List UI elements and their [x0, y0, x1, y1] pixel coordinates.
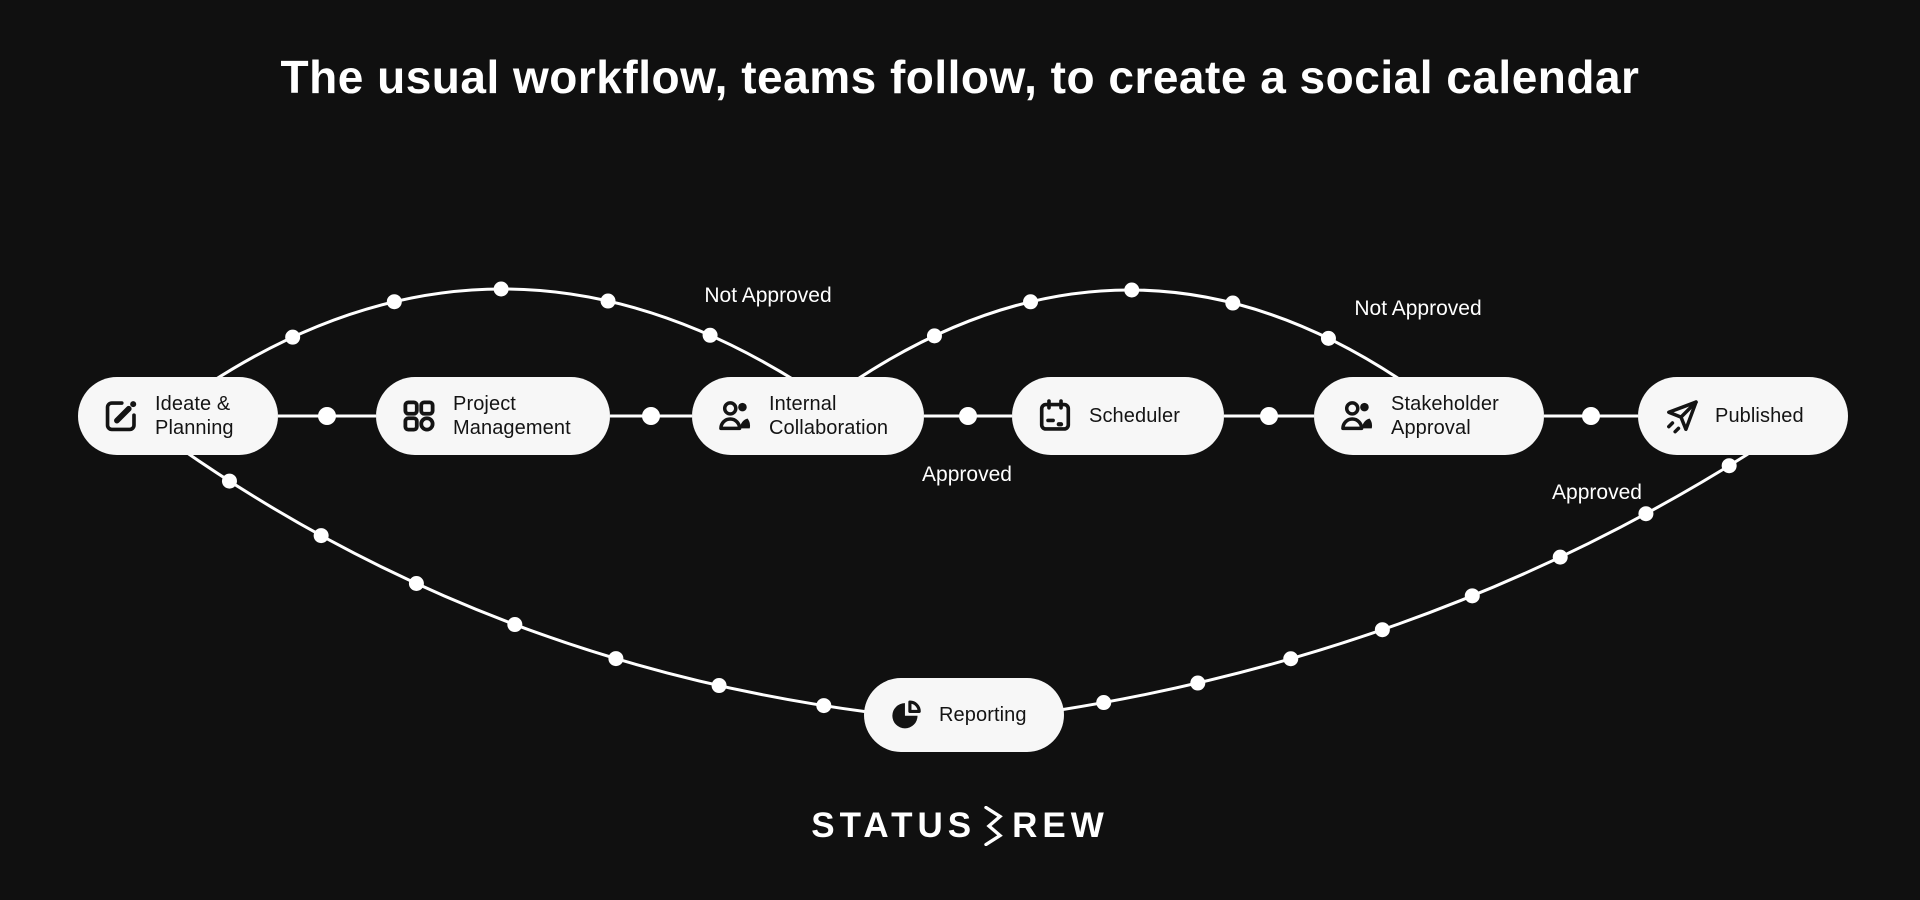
edge-lines	[179, 281, 1749, 714]
edge-dot	[702, 327, 718, 343]
edge-dot	[318, 407, 336, 425]
edge-to-reporting-left	[179, 446, 869, 714]
edge-label-approved-right: Approved	[1552, 481, 1642, 504]
node-project-management: Project Management	[376, 377, 610, 455]
edge-dot	[1096, 695, 1112, 711]
edge-label-not-approved-left: Not Approved	[704, 284, 832, 307]
send-icon	[1667, 400, 1698, 434]
users-icon	[1341, 401, 1373, 431]
node-stakeholder-approval: Stakeholder Approval	[1314, 377, 1544, 455]
edge-dot	[926, 328, 942, 344]
node-label: Reporting	[939, 703, 1027, 726]
node-internal-collaboration: Internal Collaboration	[692, 377, 924, 455]
edge-dot	[1638, 506, 1654, 522]
node-label: Stakeholder Approval	[1391, 392, 1499, 439]
edge-dot	[1320, 330, 1336, 346]
node-label: Internal Collaboration	[769, 392, 889, 439]
edge-dot	[221, 473, 237, 489]
logo-text-suffix: REW	[1012, 806, 1109, 845]
edge-dot	[600, 293, 616, 309]
edge-to-published-right	[1059, 452, 1749, 712]
edge-label-approved-left: Approved	[922, 463, 1012, 486]
calendar-icon	[1039, 399, 1071, 431]
page-title: The usual workflow, teams follow, to cre…	[280, 51, 1640, 103]
edge-dot	[1721, 458, 1737, 474]
node-label: Ideate & Planning	[155, 392, 234, 439]
edge-dot	[816, 698, 832, 714]
users-icon	[719, 401, 751, 431]
node-scheduler: Scheduler	[1012, 377, 1224, 455]
edge-dot	[1374, 622, 1390, 638]
edge-dot	[408, 575, 424, 591]
edge-dot	[959, 407, 977, 425]
edge-dot	[1260, 407, 1278, 425]
node-label: Scheduler	[1089, 404, 1180, 427]
edge-dot	[1225, 295, 1241, 311]
node-label: Project Management	[453, 392, 571, 439]
edge-dot	[1124, 282, 1140, 298]
edge-dot	[493, 281, 509, 297]
edge-dot	[1464, 588, 1480, 604]
edge-label-not-approved-right: Not Approved	[1354, 297, 1482, 320]
pie-chart-icon	[892, 700, 921, 729]
edge-dot	[386, 294, 402, 310]
edge-dot	[1582, 407, 1600, 425]
edge-dot	[313, 528, 329, 544]
node-ideate-planning: Ideate & Planning	[78, 377, 278, 455]
zigzag-b-glyph	[984, 806, 1007, 846]
logo-text-prefix: STATUS	[811, 806, 977, 845]
edge-dot	[285, 329, 301, 345]
edit-icon	[105, 401, 137, 432]
edge-dot	[608, 651, 624, 667]
edge-dot	[711, 678, 727, 694]
edge-dot	[1283, 651, 1299, 667]
edge-dot	[642, 407, 660, 425]
edge-dot	[1552, 549, 1568, 565]
node-label: Published	[1715, 404, 1804, 427]
edge-dot	[1190, 675, 1206, 691]
statusbrew-logo: STATUS REW	[0, 806, 1920, 846]
node-reporting: Reporting	[864, 678, 1064, 752]
edge-dot	[1023, 294, 1039, 310]
grid-icon	[403, 400, 435, 432]
edge-dot	[507, 617, 523, 633]
node-published: Published	[1638, 377, 1848, 455]
